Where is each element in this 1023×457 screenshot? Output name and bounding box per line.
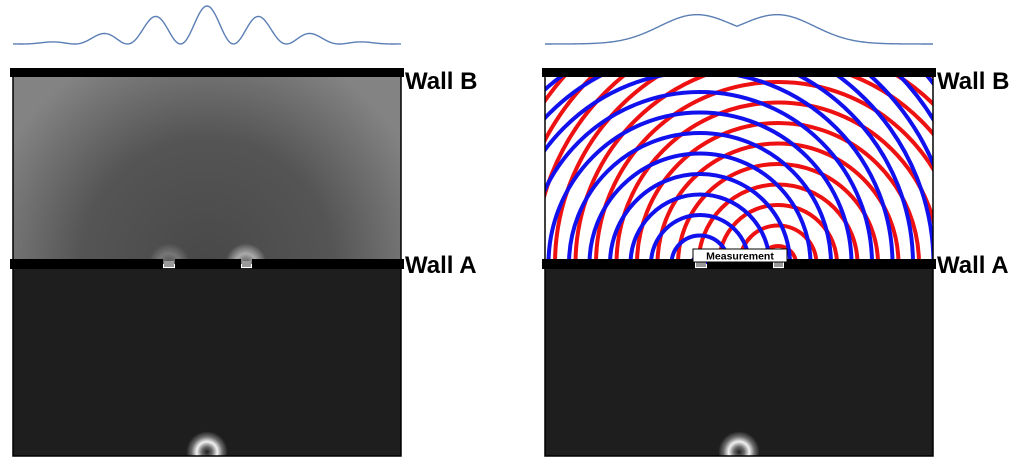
wave-crest-arc [594,80,933,264]
right-wall-a-label: Wall A [937,252,1009,279]
right-slit-1 [696,261,706,267]
left-wall-b [10,68,404,77]
right-wall-b [542,68,936,77]
wave-crest-arc [545,74,895,264]
wave-crest-arc [649,213,751,264]
measurement-box: Measurement [692,248,788,263]
right-upper-wave-crests [545,74,933,264]
wave-crest-arc [587,151,813,264]
wave-crest-arc [737,223,819,264]
wave-crest-arc [717,203,839,264]
right-panel: Wall B Measurement Wall A [542,13,1009,457]
left-detector-curve [12,5,402,45]
left-wall-a [10,259,404,269]
wave-crest-arc [608,172,792,264]
wave-crest-arc [545,74,915,264]
wave-crest-arc [545,74,933,264]
left-wall-a-label: Wall A [405,252,477,279]
measurement-label: Measurement [706,251,774,263]
left-wall-b-label: Wall B [405,68,477,95]
left-lower-source-waves [13,268,401,456]
wave-crest-arc [865,74,933,169]
left-slit-1 [164,261,174,267]
left-upper-interference-field [13,74,401,264]
left-slit-2 [242,261,251,267]
right-wall-b-label: Wall B [937,68,1009,95]
wave-crest-arc [567,131,833,264]
wave-crest-arc [553,74,933,264]
left-panel: Wall B Wall A [10,5,477,457]
wave-crest-arc [545,90,874,264]
wave-crest-arc [545,74,933,201]
right-lower-source-waves [545,268,933,456]
wave-crest-arc [573,74,933,264]
wave-crest-arc [628,192,772,264]
right-slit-2 [774,261,783,267]
wave-crest-arc [546,110,854,264]
right-wall-a [542,259,936,269]
right-detector-curve [545,13,933,45]
